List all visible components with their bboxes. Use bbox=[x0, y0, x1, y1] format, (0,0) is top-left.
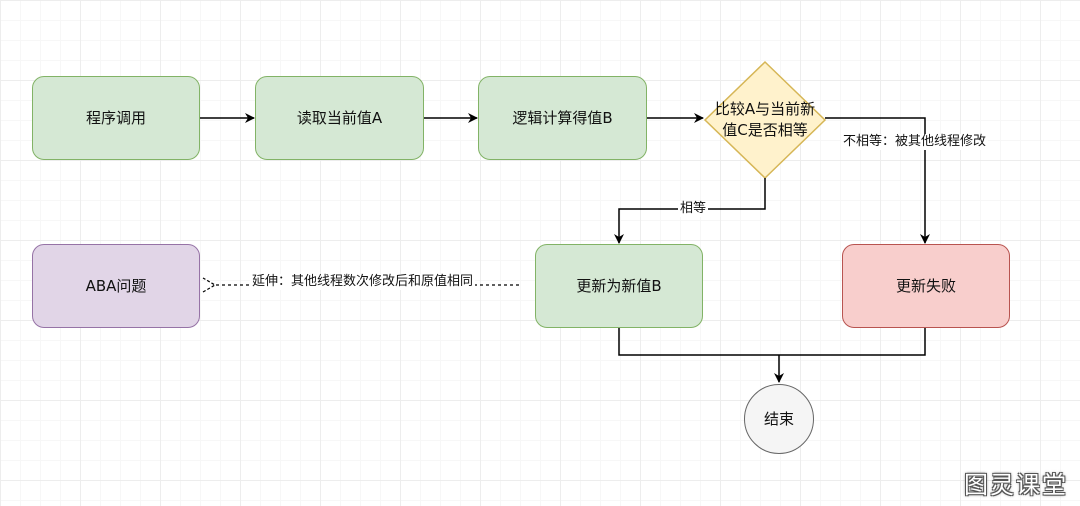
node-aba-problem-label: ABA问题 bbox=[85, 277, 147, 295]
node-compute: 逻辑计算得值B bbox=[478, 76, 647, 160]
edge-label-equal: 相等 bbox=[678, 201, 709, 217]
decision-label-line2: 值C是否相等 bbox=[722, 121, 808, 139]
connector-new-to-end bbox=[618, 328, 779, 356]
decision-label-line1: 比较A与当前新 bbox=[714, 100, 816, 118]
node-update-fail: 更新失败 bbox=[842, 244, 1010, 328]
node-read-current-label: 读取当前值A bbox=[296, 109, 383, 127]
node-end: 结束 bbox=[744, 384, 814, 454]
node-program-call: 程序调用 bbox=[32, 76, 200, 160]
node-aba-problem: ABA问题 bbox=[32, 244, 200, 328]
node-program-call-label: 程序调用 bbox=[85, 109, 146, 127]
node-compute-label: 逻辑计算得值B bbox=[512, 109, 613, 127]
node-read-current: 读取当前值A bbox=[255, 76, 424, 160]
node-end-label: 结束 bbox=[763, 410, 794, 428]
connector-fail-to-end bbox=[779, 328, 926, 356]
decision-label: 比较A与当前新 值C是否相等 bbox=[700, 98, 830, 142]
watermark-text: 图灵课堂 bbox=[964, 471, 1068, 499]
edge-label-not-equal: 不相等：被其他线程修改 bbox=[841, 134, 989, 150]
node-update-new: 更新为新值B bbox=[535, 244, 703, 328]
edge-label-extend: 延伸：其他线程数次修改后和原值相同 bbox=[250, 274, 476, 290]
node-update-new-label: 更新为新值B bbox=[576, 277, 662, 295]
node-update-fail-label: 更新失败 bbox=[895, 277, 956, 295]
arrow-not-equal bbox=[825, 117, 930, 244]
